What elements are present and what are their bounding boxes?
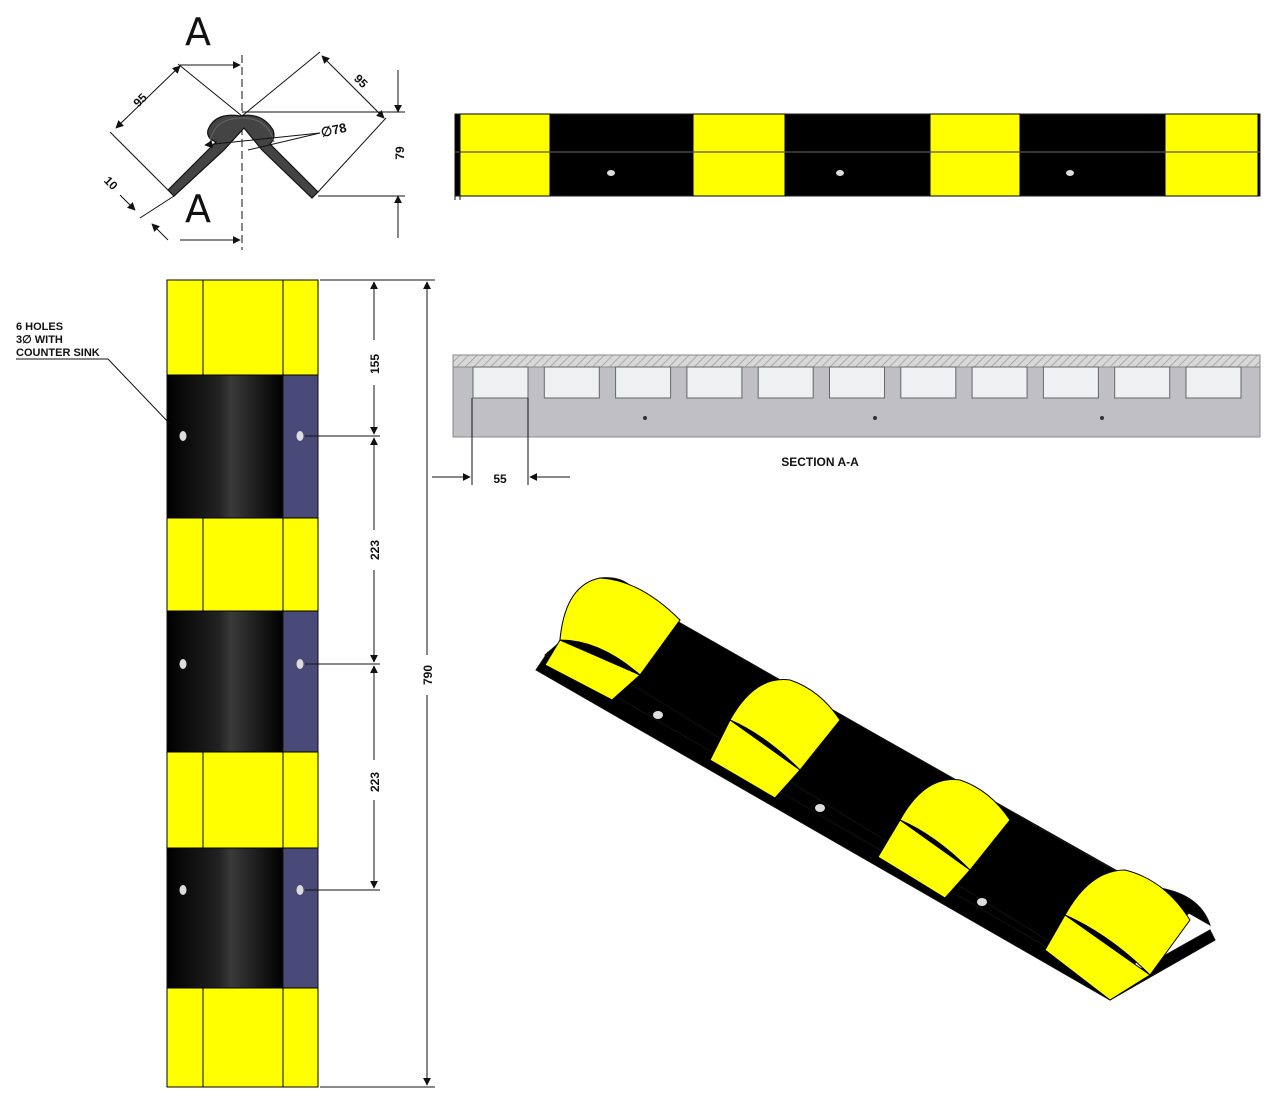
- section-slot: [829, 366, 885, 399]
- yellow-band: [929, 113, 1021, 197]
- note-line1: 6 HOLES: [16, 321, 63, 333]
- hole: [836, 170, 844, 176]
- section-slot: [1042, 366, 1099, 399]
- dim-155: 155: [368, 354, 382, 374]
- section-marker-bottom: A: [185, 187, 211, 231]
- front-view-bands: [166, 279, 319, 1088]
- section-slot: [757, 366, 814, 399]
- dim-leg-left: 95: [130, 90, 150, 110]
- section-slot: [686, 366, 743, 399]
- profile-shape: [167, 114, 319, 199]
- front-view: 6 HOLES 3∅ WITH COUNTER SINK 155 223 223…: [16, 279, 435, 1088]
- dim-diameter: ∅78: [320, 120, 348, 140]
- dim-thickness: 10: [101, 173, 121, 193]
- dim-223-a: 223: [368, 540, 382, 560]
- yellow-band: [1164, 113, 1259, 197]
- section-slot: [543, 366, 600, 399]
- yellow-band: [166, 279, 319, 376]
- backing-plate: [282, 279, 319, 1088]
- isometric-view: [535, 577, 1216, 1001]
- yellow-band: [166, 751, 319, 849]
- yellow-band: [459, 113, 551, 197]
- section-slots: [472, 366, 1242, 399]
- section-view: 55 SECTION A-A: [432, 354, 1261, 486]
- section-slot: [615, 366, 672, 399]
- section-marker-top: A: [185, 10, 211, 54]
- yellow-band: [166, 987, 319, 1088]
- dim-790: 790: [421, 665, 435, 685]
- hole: [296, 885, 304, 895]
- note-line2: 3∅ WITH: [16, 334, 63, 346]
- section-slot: [900, 366, 957, 399]
- section-hatch: [452, 354, 1261, 368]
- section-title: SECTION A-A: [781, 455, 859, 469]
- section-slot: [472, 366, 529, 399]
- note-leader: [107, 358, 171, 425]
- yellow-band: [692, 113, 786, 197]
- section-slot: [971, 366, 1028, 399]
- tube-body: [166, 279, 284, 1088]
- note-line3: COUNTER SINK: [16, 347, 100, 359]
- top-view: [454, 113, 1261, 200]
- hole: [179, 659, 187, 669]
- hole: [607, 170, 615, 176]
- hole: [179, 885, 187, 895]
- hole: [1066, 170, 1074, 176]
- yellow-band: [166, 517, 319, 612]
- dim-height: 79: [393, 146, 407, 160]
- dim-223-b: 223: [368, 772, 382, 792]
- profile-bulb-edge: [209, 117, 275, 143]
- dim-pitch: 55: [493, 472, 507, 486]
- section-slot: [1114, 366, 1171, 399]
- top-view-bands: [459, 113, 1259, 197]
- profile-view: A A 95 95 10 ∅78 79: [101, 10, 407, 250]
- hole: [296, 659, 304, 669]
- hole: [179, 431, 187, 441]
- hole: [296, 431, 304, 441]
- section-slot: [1185, 366, 1242, 399]
- diameter-leader: [247, 132, 321, 151]
- top-view-body: [454, 113, 1261, 197]
